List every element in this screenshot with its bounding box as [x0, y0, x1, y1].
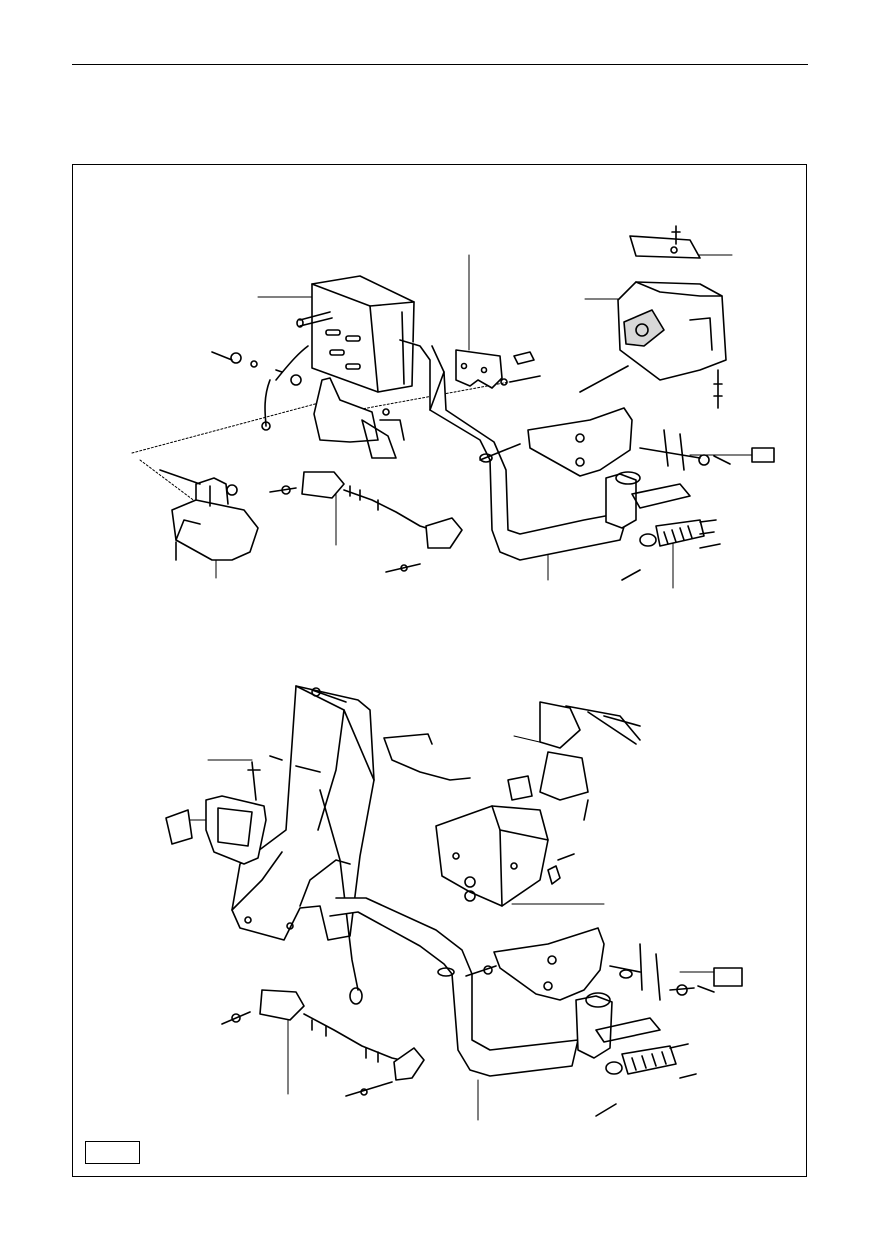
callout-box-bottom [713, 967, 743, 987]
pedal-plate-top [313, 377, 405, 459]
spring-cylinder-bottom [595, 1017, 697, 1117]
cable-assembly-top [269, 471, 463, 573]
bracket-top-mid [455, 349, 541, 389]
spring-cylinder-top [621, 429, 721, 581]
latch-parts-bottom [383, 701, 641, 821]
figure-caption-box [85, 1141, 140, 1164]
main-tube-top [399, 339, 627, 561]
foot-bracket-top [159, 469, 259, 561]
bottom-exploded-view [165, 685, 743, 1121]
cable-assembly-bottom [221, 989, 425, 1097]
screws-top-left [211, 345, 309, 431]
console-housing-bottom [231, 685, 375, 1005]
plate-bracket-bottom [435, 805, 575, 907]
callout-box-top [751, 447, 775, 463]
mount-bracket-top-right [579, 225, 727, 409]
main-tube-bottom [329, 897, 579, 1077]
header-rule [72, 64, 808, 65]
figure-frame [72, 164, 807, 1177]
handle-bracket-bottom [165, 761, 267, 865]
pivot-bracket-bottom [493, 927, 715, 1059]
control-box-top [296, 275, 415, 393]
top-exploded-view [131, 225, 775, 589]
pivot-bracket-top [527, 407, 731, 529]
